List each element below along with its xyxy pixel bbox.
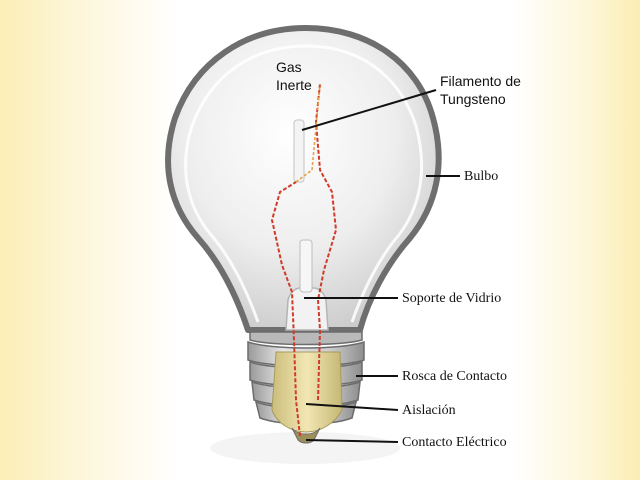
glass-inner-rim (184, 44, 423, 323)
label-filament: Filamento de Tungsteno (440, 73, 521, 107)
filament-wire-right (314, 83, 338, 401)
label-electrical-contact: Contacto Eléctrico (402, 435, 507, 450)
glass-rod (299, 239, 313, 293)
label-bulb: Bulbo (464, 169, 499, 184)
label-glass-support: Soporte de Vidrio (402, 291, 502, 306)
leader-lines (301, 89, 460, 443)
insulation-block (271, 351, 343, 433)
glass-upper-rod (293, 119, 305, 183)
label-gas-inert: Gas Inerte (276, 59, 312, 93)
leader-filament (301, 89, 437, 131)
filament-wire-left (270, 181, 301, 437)
label-contact-thread: Rosca de Contacto (402, 369, 507, 384)
bulb-shadow (210, 432, 400, 464)
leader-electrical-contact (305, 439, 399, 443)
label-insulation: Aislación (402, 403, 456, 418)
leader-insulation (305, 403, 399, 411)
filament-coil (295, 83, 321, 183)
